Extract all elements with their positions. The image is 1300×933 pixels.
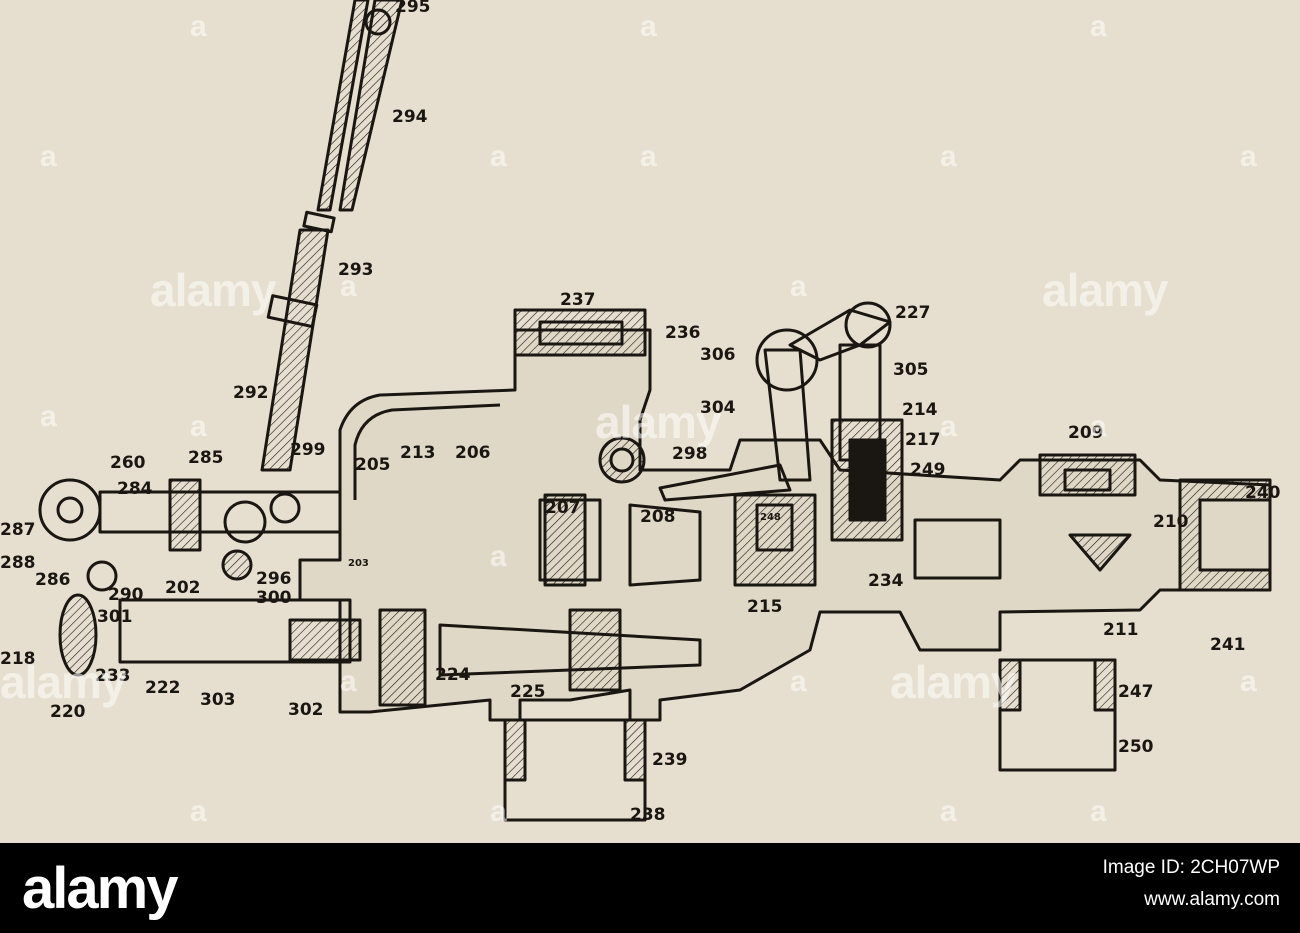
watermark-lower-left: alamy [0,656,126,708]
label-239: 239 [652,750,688,770]
label-301: 301 [97,607,133,627]
watermark-letter-17: a [340,665,357,698]
label-293: 293 [338,260,374,280]
label-294: 294 [392,107,428,127]
watermark-letter-11: a [190,410,207,443]
label-234: 234 [868,571,904,591]
watermark-left: alamy [150,264,276,316]
site-url-text: www.alamy.com [1144,889,1280,910]
engraving-plate: 295 294 293 292 260 285 284 287 288 286 … [0,0,1300,843]
watermark-letter-1: a [190,10,207,43]
label-295: 295 [395,0,431,17]
watermark-letter-2: a [640,10,657,43]
label-236: 236 [665,323,701,343]
watermark-letter-15: a [490,540,507,573]
label-285: 285 [188,448,224,468]
label-227: 227 [895,303,931,323]
label-220: 220 [50,702,86,722]
watermark-letter-21: a [940,795,957,828]
footer-bar: alamy Image ID: 2CH07WP www.alamy.com [0,843,1300,933]
label-292: 292 [233,383,269,403]
stem-linkage [38,478,342,592]
watermark-center: alamy [595,396,721,448]
injector-body [58,308,1272,822]
part-labels: 295 294 293 292 260 285 284 287 288 286 … [0,0,1281,825]
watermark-letter-20: a [490,795,507,828]
label-215: 215 [747,597,783,617]
alamy-logo: alamy [22,856,178,921]
label-213: 213 [400,443,436,463]
watermark-letter-18: a [790,665,807,698]
label-286: 286 [35,570,71,590]
watermark-letter-13: a [1090,410,1107,443]
label-240: 240 [1245,483,1281,503]
label-237: 237 [560,290,596,310]
watermark-letter-16: a [1240,665,1257,698]
label-302: 302 [288,700,324,720]
label-211: 211 [1103,620,1139,640]
label-222: 222 [145,678,181,698]
watermark-letter-8: a [640,140,657,173]
label-247: 247 [1118,682,1154,702]
label-304: 304 [700,398,736,418]
label-241: 241 [1210,635,1246,655]
watermark-letter-10: a [340,270,357,303]
label-206: 206 [455,443,491,463]
injector-section-diagram: 295 294 293 292 260 285 284 287 288 286 … [0,0,1281,825]
label-248: 248 [760,512,781,523]
label-249: 249 [910,460,946,480]
label-203: 203 [348,558,369,569]
label-296: 296 [256,569,292,589]
label-214: 214 [902,400,938,420]
label-299: 299 [290,440,326,460]
label-288: 288 [0,553,36,573]
watermark-letter-6: a [940,140,957,173]
label-298: 298 [672,444,708,464]
watermark-right: alamy [1042,264,1168,316]
label-238: 238 [630,805,666,825]
label-207: 207 [545,498,581,518]
lever-handle [260,0,404,472]
watermark-letter-5: a [490,140,507,173]
label-290: 290 [108,585,144,605]
watermark-letter-22: a [1090,795,1107,828]
watermark-lower-right: alamy [890,656,1016,708]
watermark-letter-19: a [190,795,207,828]
watermark-letter-3: a [1090,10,1107,43]
label-225: 225 [510,682,546,702]
image-id-text: Image ID: 2CH07WP [1102,857,1280,878]
label-250: 250 [1118,737,1154,757]
operating-arms [658,301,892,502]
label-202: 202 [165,578,201,598]
label-233: 233 [95,666,131,686]
watermark-letter-9: a [790,270,807,303]
label-224: 224 [435,665,471,685]
watermark-letter-4: a [40,140,57,173]
label-210: 210 [1153,512,1189,532]
watermark-letter-7: a [1240,140,1257,173]
label-260: 260 [110,453,146,473]
label-218: 218 [0,649,36,669]
watermark-letter-14: a [40,400,57,433]
label-303: 303 [200,690,236,710]
label-300: 300 [256,588,292,608]
label-205: 205 [355,455,391,475]
label-209: 209 [1068,423,1104,443]
label-284: 284 [117,479,153,499]
label-306: 306 [700,345,736,365]
label-305: 305 [893,360,929,380]
watermark-letter-12: a [940,410,957,443]
label-217: 217 [905,430,941,450]
label-208: 208 [640,507,676,527]
label-287: 287 [0,520,36,540]
